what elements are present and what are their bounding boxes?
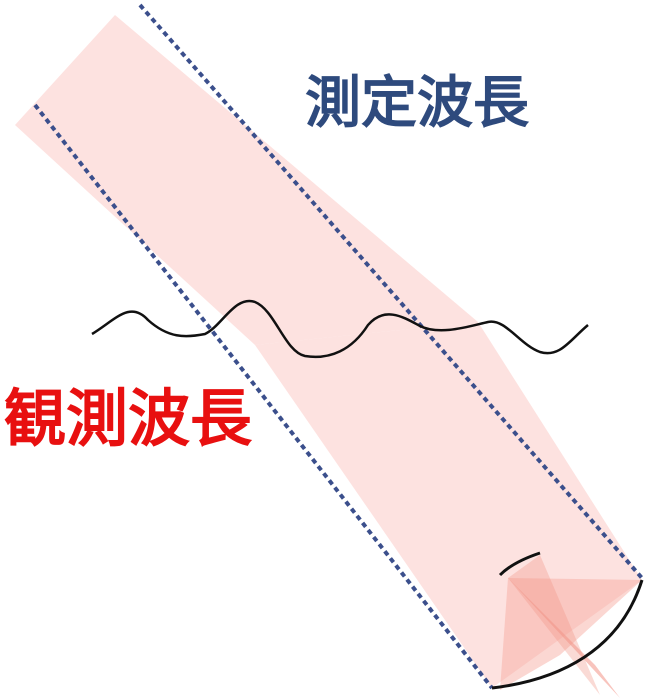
- detector-cone-inner: [508, 578, 620, 698]
- measured-band-outline-left: [33, 103, 494, 690]
- transmitted-beam: [255, 322, 642, 688]
- measured-band-outline-right: [138, 3, 644, 580]
- measured-wavelength-label: 測定波長: [305, 71, 530, 136]
- surface-line: [91, 299, 589, 359]
- detector-arc-bottom: [491, 579, 644, 690]
- incident-beam: [15, 15, 478, 345]
- detector-arc-top: [498, 551, 541, 577]
- observed-wavelength-label: 観測波長: [4, 382, 253, 455]
